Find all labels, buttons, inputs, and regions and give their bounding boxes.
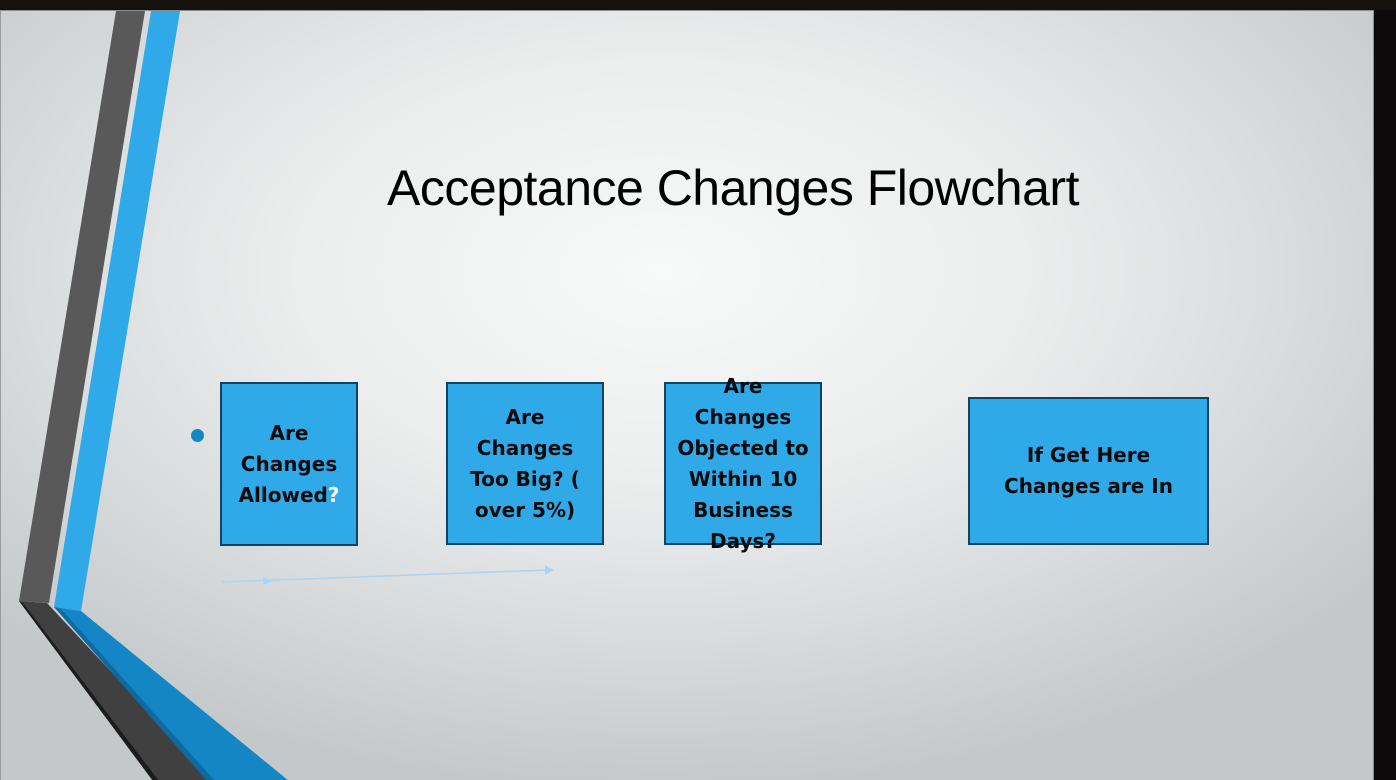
bullet-point-icon — [191, 429, 204, 442]
node-label: Are Changes Objected to Within 10 Busine… — [677, 373, 809, 553]
flowchart-node-changes-are-in[interactable]: If Get Here Changes are In — [968, 397, 1209, 545]
node-label: If Get Here Changes are In — [1004, 443, 1173, 498]
node-label: Are Changes Too Big? ( over 5%) — [470, 404, 580, 522]
flowchart-node-changes-too-big[interactable]: Are Changes Too Big? ( over 5%) — [446, 382, 604, 545]
decorative-stripes-icon — [19, 11, 288, 780]
node-label-question-mark: ? — [327, 482, 340, 507]
node-label: Are Changes Allowed? — [234, 418, 344, 511]
slide-canvas: Acceptance Changes Flowchart Are Changes… — [0, 10, 1374, 780]
slide-title: Acceptance Changes Flowchart — [387, 160, 1079, 216]
flowchart-node-changes-allowed[interactable]: Are Changes Allowed? — [220, 382, 358, 546]
flowchart-node-changes-objected[interactable]: Are Changes Objected to Within 10 Busine… — [664, 374, 822, 553]
node-label-text: Are Changes Allowed — [238, 420, 338, 507]
window-top-bar — [0, 0, 1396, 10]
